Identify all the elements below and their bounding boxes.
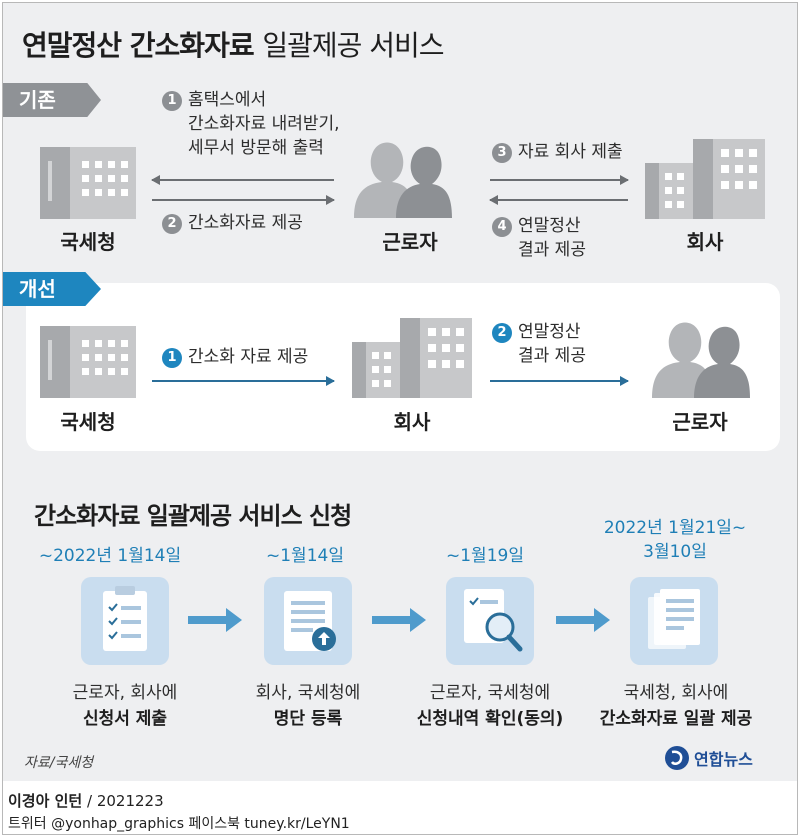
entity-nts-before: 국세청: [60, 230, 116, 254]
document-upload-icon: [284, 591, 336, 651]
schedule-step-2-desc: 회사, 국세청에 명단 등록: [255, 683, 361, 729]
schedule-step-2-box: [264, 577, 352, 665]
entity-company-after: 회사: [393, 410, 431, 434]
schedule-arrow-2: [372, 608, 426, 632]
schedule-step-3-desc: 근로자, 국세청에 신청내역 확인(동의): [416, 683, 564, 729]
entity-company-before: 회사: [686, 230, 724, 254]
schedule-date-1: ~2022년 1월14일: [38, 546, 182, 566]
yonhap-logo-icon: [665, 746, 689, 770]
magnifier-document-icon: [464, 589, 523, 652]
company-building-icon: [352, 318, 472, 398]
source-note: 자료/국세청: [24, 755, 94, 771]
schedule-date-3: ~1월19일: [446, 546, 524, 566]
arrows-before: [151, 175, 629, 205]
document-stack-icon: [648, 589, 700, 649]
credit-line: 이경아 인턴 / 2021223: [8, 792, 164, 810]
main-title: 연말정산 간소화자료 일괄제공 서비스: [22, 29, 445, 62]
entity-nts-after: 국세청: [60, 410, 116, 434]
nts-building-icon: [40, 326, 136, 398]
schedule-date-4: 2022년 1월21일~ 3월10일: [603, 518, 747, 562]
schedule-arrows: [188, 608, 610, 632]
schedule-title: 간소화자료 일괄제공 서비스 신청: [34, 502, 352, 530]
schedule-step-3-box: [446, 577, 534, 665]
arrows-after: [152, 376, 629, 386]
company-building-icon: [645, 139, 765, 219]
schedule-step-1-desc: 근로자, 회사에 신청서 제출: [72, 683, 178, 729]
tag-before: 기존: [3, 83, 101, 117]
worker-people-icon: [354, 142, 452, 218]
entity-worker-after: 근로자: [672, 410, 728, 434]
tag-after: 개선: [3, 272, 101, 306]
worker-people-icon: [652, 322, 750, 398]
schedule-arrow-1: [188, 608, 242, 632]
yonhap-logo: 연합뉴스: [664, 744, 753, 772]
schedule-step-4-desc: 국세청, 회사에 간소화자료 일괄 제공: [599, 683, 753, 729]
schedule-step-4-box: [630, 577, 718, 665]
schedule-date-2: ~1월14일: [266, 546, 344, 566]
schedule-arrow-3: [556, 608, 610, 632]
checklist-icon: [103, 586, 147, 651]
nts-building-icon: [40, 147, 136, 219]
entity-worker-before: 근로자: [382, 230, 438, 254]
social-line: 트위터 @yonhap_graphics 페이스북 tuney.kr/LeYN1: [8, 816, 350, 832]
schedule-step-1-box: [81, 577, 169, 665]
